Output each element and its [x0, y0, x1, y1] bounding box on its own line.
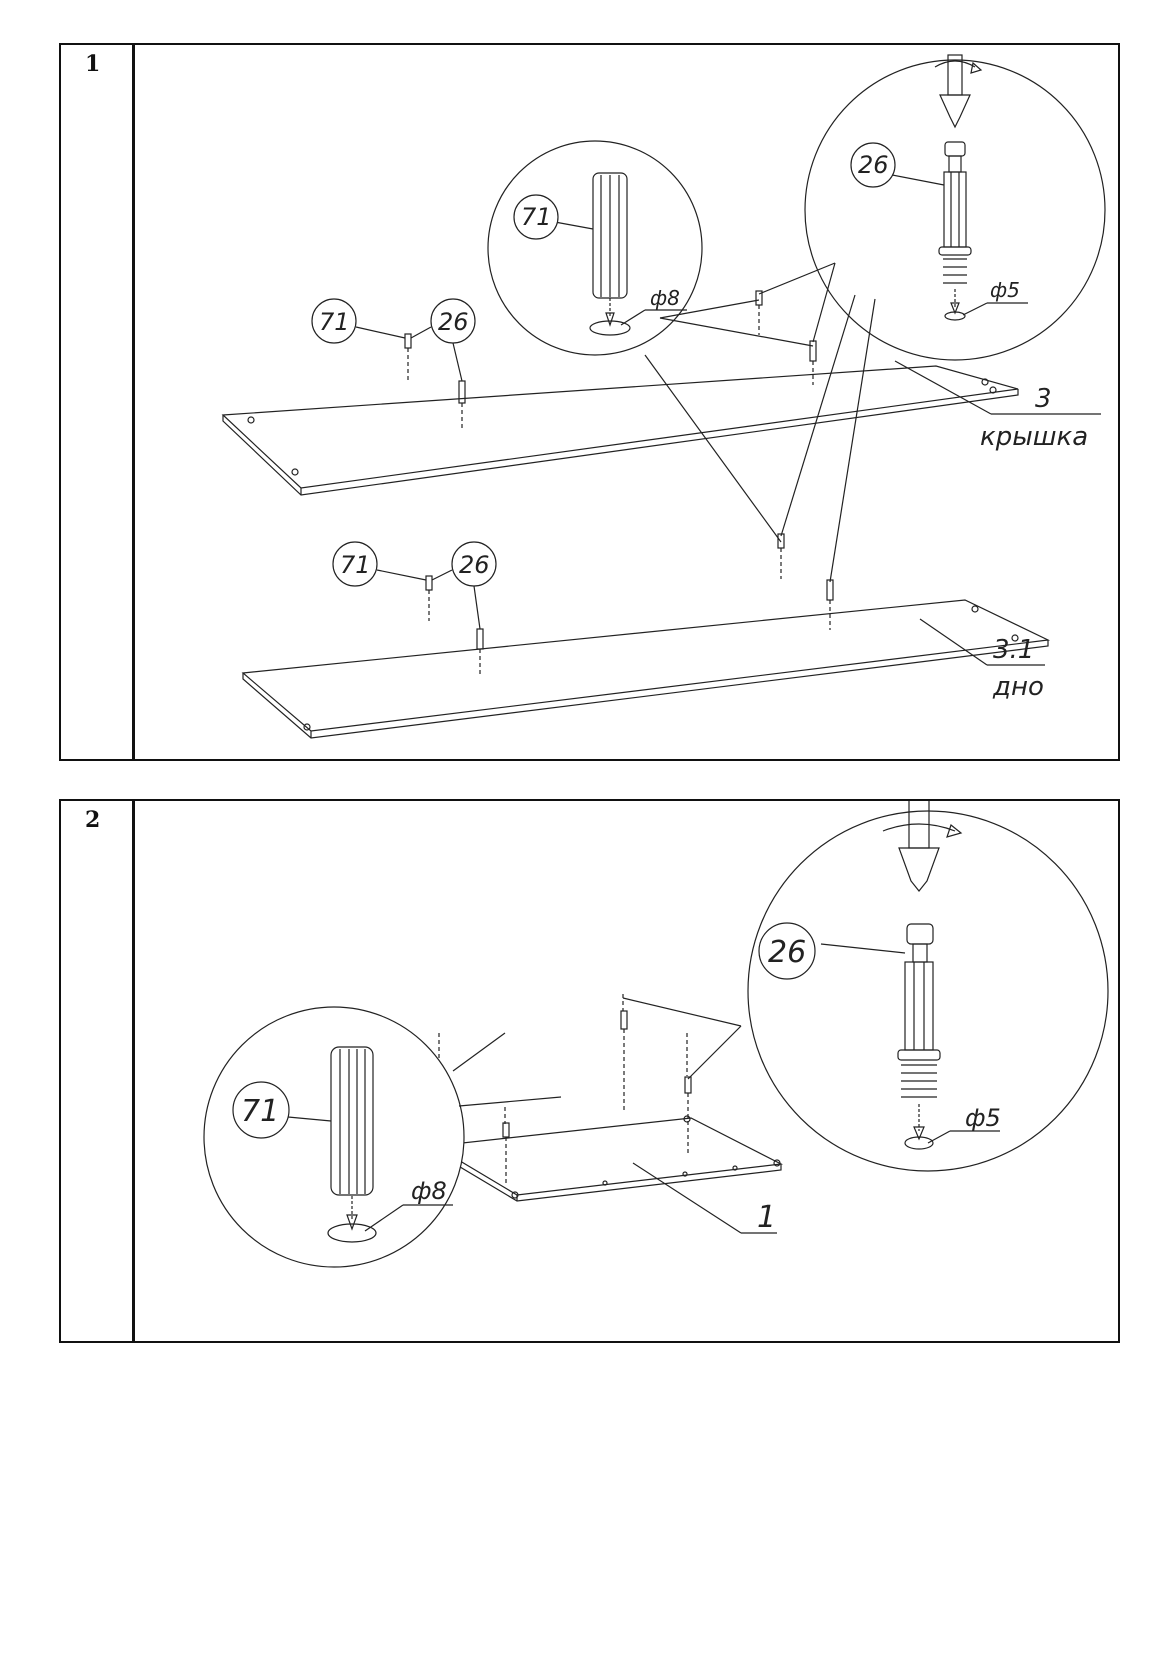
diameter-5-label: ф5	[965, 1104, 1001, 1132]
callout-26-bottom: 26	[459, 551, 490, 579]
side-panel-1	[433, 1115, 784, 1202]
detail-circle-dowel-71	[487, 140, 814, 543]
callout-71-top: 71	[319, 308, 350, 336]
step-1-drawing: 71 26 ф8 ф5 71 26 71 26 3 крышка 3.1 дно	[135, 45, 1118, 759]
diameter-5-label: ф5	[990, 278, 1020, 302]
step-number-column: 1	[61, 45, 135, 759]
step-number-column: 2	[61, 801, 135, 1341]
detail-circle-cam-bolt-26	[758, 54, 1106, 583]
part-number-1: 1	[757, 1200, 776, 1235]
callout-71-bottom: 71	[340, 551, 371, 579]
callout-26-detail: 26	[858, 151, 889, 179]
part-name-krishka: крышка	[980, 422, 1088, 452]
part-number-3: 3	[1035, 384, 1052, 414]
step-1-illustration: 71 26 ф8 ф5 71 26 71 26 3 крышка 3.1 дно	[221, 54, 1106, 739]
callout-71-detail: 71	[521, 203, 552, 231]
diameter-8-label: ф8	[411, 1177, 447, 1205]
bottom-board-dno	[241, 599, 1051, 739]
step-2-illustration: 26 ф5 71 ф8 1	[203, 792, 1109, 1268]
callout-26-detail: 26	[768, 935, 806, 970]
step-number: 2	[85, 807, 101, 833]
diameter-8-label: ф8	[650, 286, 680, 310]
step-1-panel: 1	[59, 43, 1120, 761]
step-2-drawing: 26 ф5 71 ф8 1	[135, 792, 1118, 1341]
callout-26-top: 26	[438, 308, 469, 336]
callout-71-detail: 71	[241, 1094, 279, 1129]
detail-circle-dowel-71	[203, 1006, 562, 1268]
part-name-dno: дно	[992, 672, 1044, 702]
step-number: 1	[85, 51, 101, 77]
top-board-krishka	[221, 365, 1019, 496]
part-number-3-1: 3.1	[993, 635, 1034, 665]
step-2-panel: 2	[59, 792, 1120, 1343]
detail-circle-cam-bolt-26	[622, 792, 1109, 1172]
